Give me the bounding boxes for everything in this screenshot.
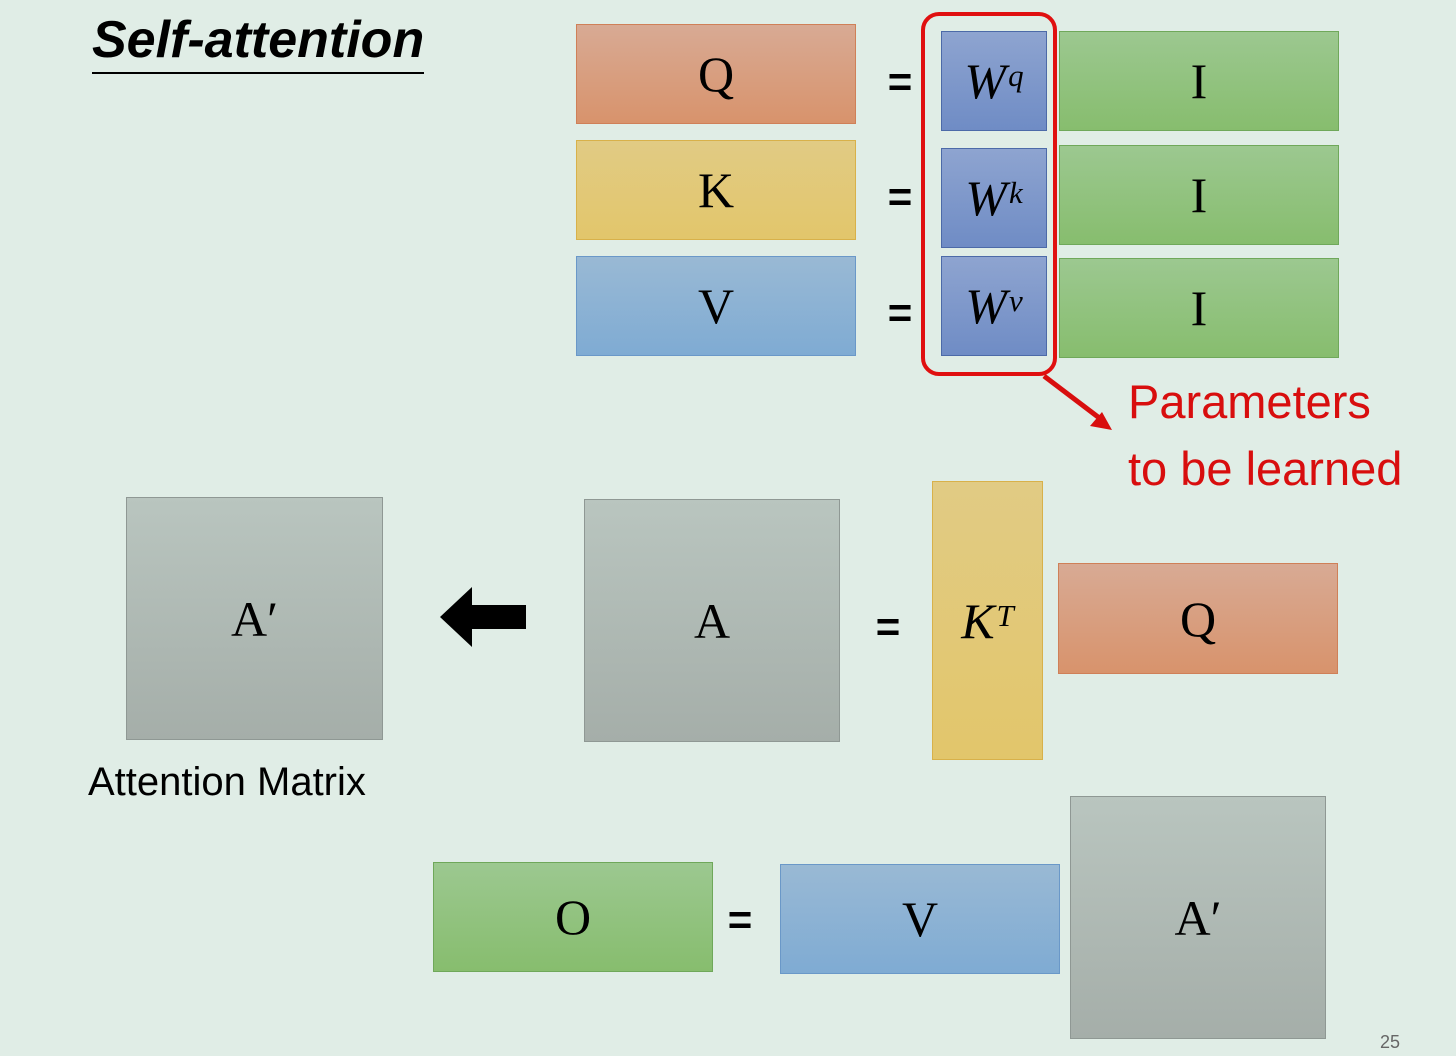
red-arrow-icon — [1042, 374, 1112, 430]
annotation-line-2: to be learned — [1128, 442, 1403, 495]
input-matrix-k-row: I — [1059, 145, 1339, 245]
equals-sign: = — [727, 896, 753, 943]
a-prime-matrix: A′ — [126, 497, 383, 740]
kt-base: K — [961, 592, 995, 649]
input-matrix-v-row: I — [1059, 258, 1339, 358]
attention-matrix-label: Attention Matrix — [88, 760, 366, 804]
wv-superscript: v — [1008, 283, 1023, 319]
equals-sign: = — [875, 603, 901, 650]
a-matrix: A — [584, 499, 840, 742]
v-matrix-output: V — [780, 864, 1060, 974]
equals-sign: = — [887, 289, 913, 336]
page-number: 25 — [1380, 1032, 1401, 1052]
wq-base: W — [964, 53, 1007, 109]
v-matrix: V — [576, 256, 856, 356]
input-matrix-q-row: I — [1059, 31, 1339, 131]
parameters-annotation: Parameters to be learned — [1128, 368, 1402, 502]
wk-superscript: k — [1008, 175, 1023, 211]
wk-base: W — [965, 170, 1007, 226]
k-matrix: K — [576, 140, 856, 240]
q-matrix-attention: Q — [1058, 563, 1338, 674]
o-matrix: O — [433, 862, 713, 972]
wq-superscript: q — [1008, 58, 1024, 94]
q-matrix: Q — [576, 24, 856, 124]
slide-title: Self-attention — [92, 10, 425, 74]
wv-base: W — [965, 278, 1007, 334]
annotation-line-1: Parameters — [1128, 375, 1371, 428]
left-arrow-icon — [440, 587, 526, 647]
equals-sign: = — [887, 173, 913, 220]
equals-sign: = — [887, 58, 913, 105]
a-prime-matrix-output: A′ — [1070, 796, 1326, 1039]
kt-superscript: T — [996, 597, 1014, 633]
parameters-highlight-box — [921, 12, 1057, 376]
